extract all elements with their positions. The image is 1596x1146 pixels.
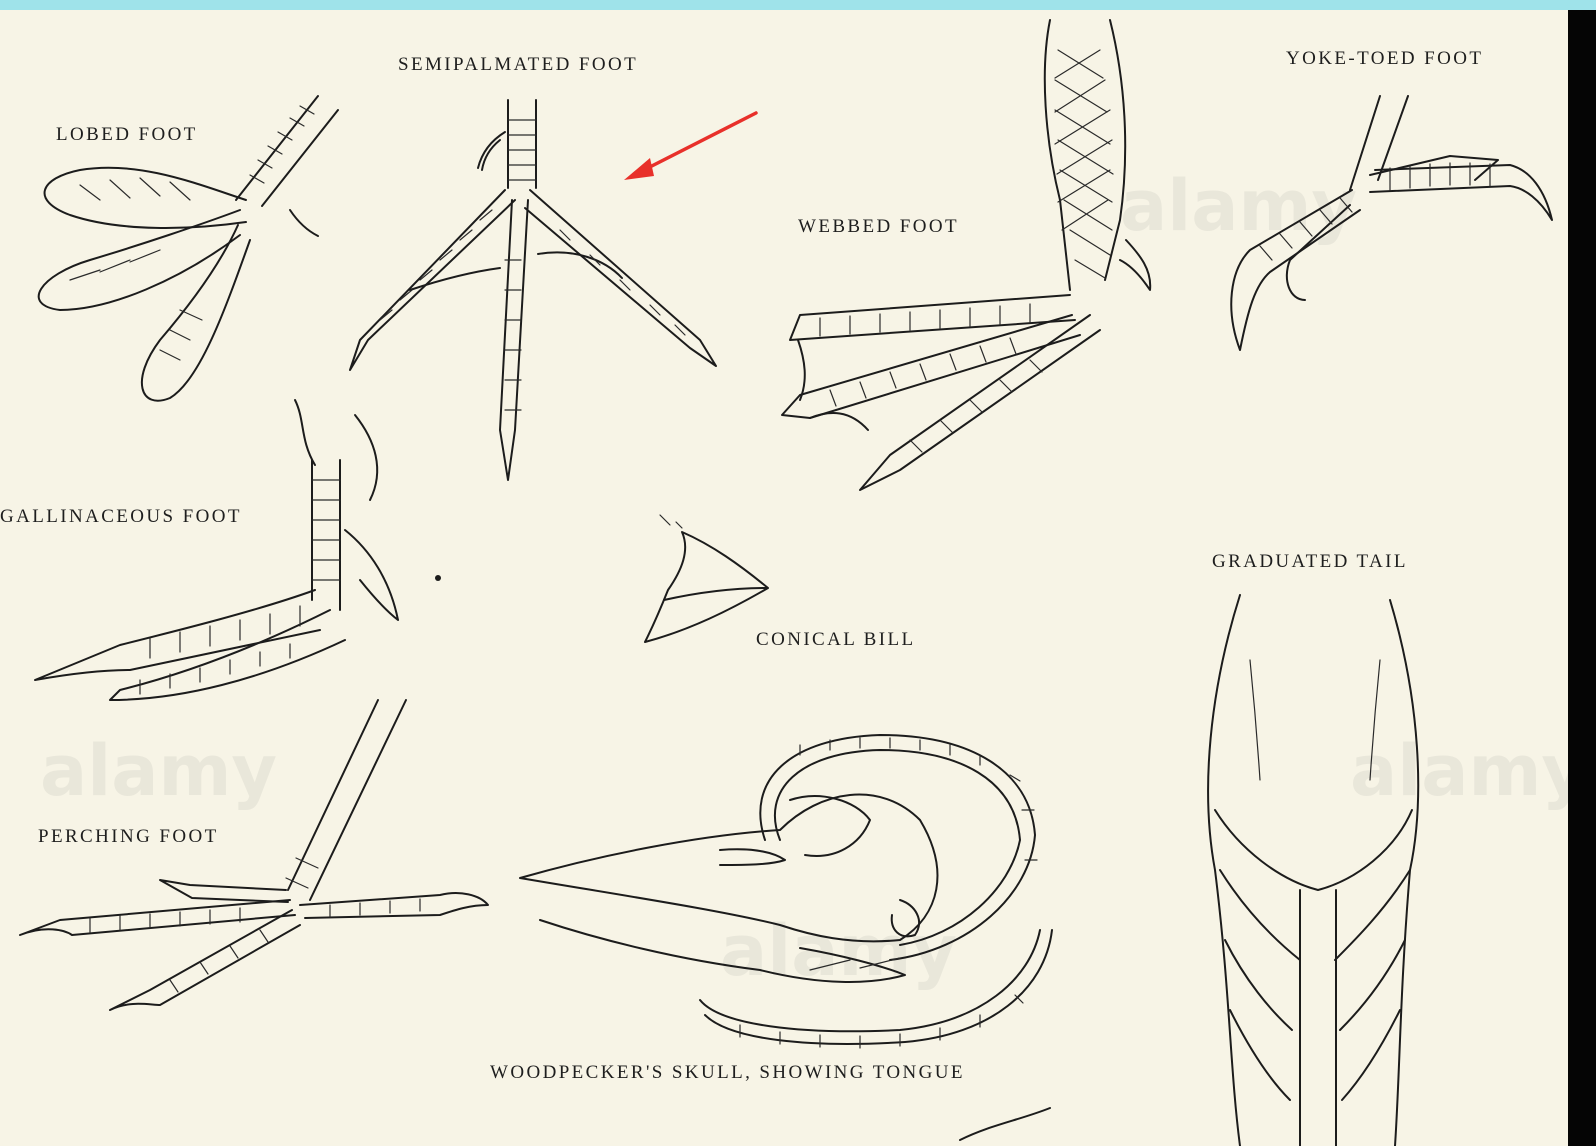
watermark: alamy [720,910,958,992]
gallinaceous-foot-drawing [34,399,441,701]
label-conical-bill: CONICAL BILL [756,629,916,650]
illustration-page: alamy alamy alamy alamy [0,10,1568,1146]
label-perching-foot: PERCHING FOOT [38,826,219,847]
lobed-foot-drawing [37,95,339,402]
watermark: alamy [1350,730,1568,812]
conical-bill-drawing [644,514,769,643]
label-lobed-foot: LOBED FOOT [56,124,198,145]
label-woodpecker-skull: WOODPECKER'S SKULL, SHOWING TONGUE [490,1062,965,1083]
label-semipalmated-foot: SEMIPALMATED FOOT [398,54,639,75]
right-dark-border [1568,10,1596,1146]
watermark: alamy [40,730,278,812]
label-graduated-tail: GRADUATED TAIL [1212,551,1408,572]
graduated-tail-drawing [1207,594,1420,1146]
label-webbed-foot: WEBBED FOOT [798,216,959,237]
woodpecker-skull-drawing [519,734,1053,1141]
label-gallinaceous-foot: GALLINACEOUS FOOT [0,506,242,527]
semipalmated-foot-drawing [349,99,717,481]
drawings-canvas [19,19,1553,1146]
label-yoke-toed-foot: YOKE-TOED FOOT [1286,48,1484,69]
watermark: alamy [1120,165,1358,247]
perching-foot-drawing [19,699,489,1011]
webbed-foot-drawing [781,19,1152,491]
red-arrow-annotation [624,111,758,180]
top-border-bar [0,0,1596,10]
yoke-toed-foot-drawing [1230,95,1553,351]
